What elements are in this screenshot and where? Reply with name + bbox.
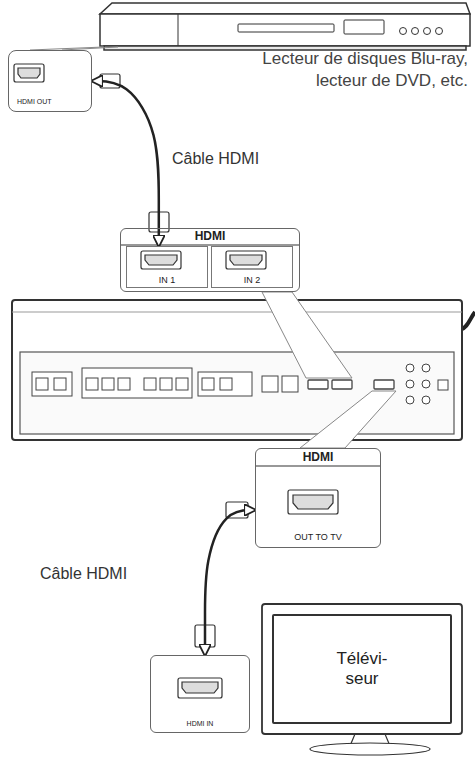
port-label: OUT TO TV <box>294 532 341 542</box>
hdmi-socket <box>288 490 338 514</box>
device-name: Télévi- seur <box>336 649 387 688</box>
port-callout: HDMI IN <box>150 655 250 733</box>
hdmi-cable <box>205 510 255 655</box>
receiver <box>12 300 475 440</box>
port-label: IN 1 <box>159 275 176 285</box>
hdmi-socket <box>14 64 44 82</box>
header-rule <box>256 465 380 466</box>
port-label: HDMI OUT <box>17 98 52 106</box>
device-label: Lecteur de disques Blu-ray, lecteur de D… <box>210 48 468 92</box>
cable-label: Câble HDMI <box>40 565 127 583</box>
port-label: HDMI IN <box>187 720 214 728</box>
hdmi-socket <box>141 251 266 269</box>
hdmi-socket <box>178 678 222 698</box>
port-cell: IN 1 <box>126 246 208 288</box>
tv-screen: Télévi- seur <box>272 614 452 724</box>
callout-leader <box>300 391 396 448</box>
port-label: HDMI <box>195 230 226 244</box>
disc-player <box>100 3 470 50</box>
hdmi-cable <box>92 81 159 246</box>
port-callout: HDMI OUT TO TV <box>255 448 381 548</box>
port-callout: HDMI IN 1 IN 2 <box>120 228 300 292</box>
television <box>262 604 462 755</box>
cable-label: Câble HDMI <box>172 150 259 168</box>
port-label: IN 2 <box>244 275 261 285</box>
port-label: HDMI <box>303 451 334 465</box>
port-cell: IN 2 <box>211 246 293 288</box>
callout-leader <box>262 292 352 378</box>
port-callout: HDMI OUT <box>8 50 92 112</box>
